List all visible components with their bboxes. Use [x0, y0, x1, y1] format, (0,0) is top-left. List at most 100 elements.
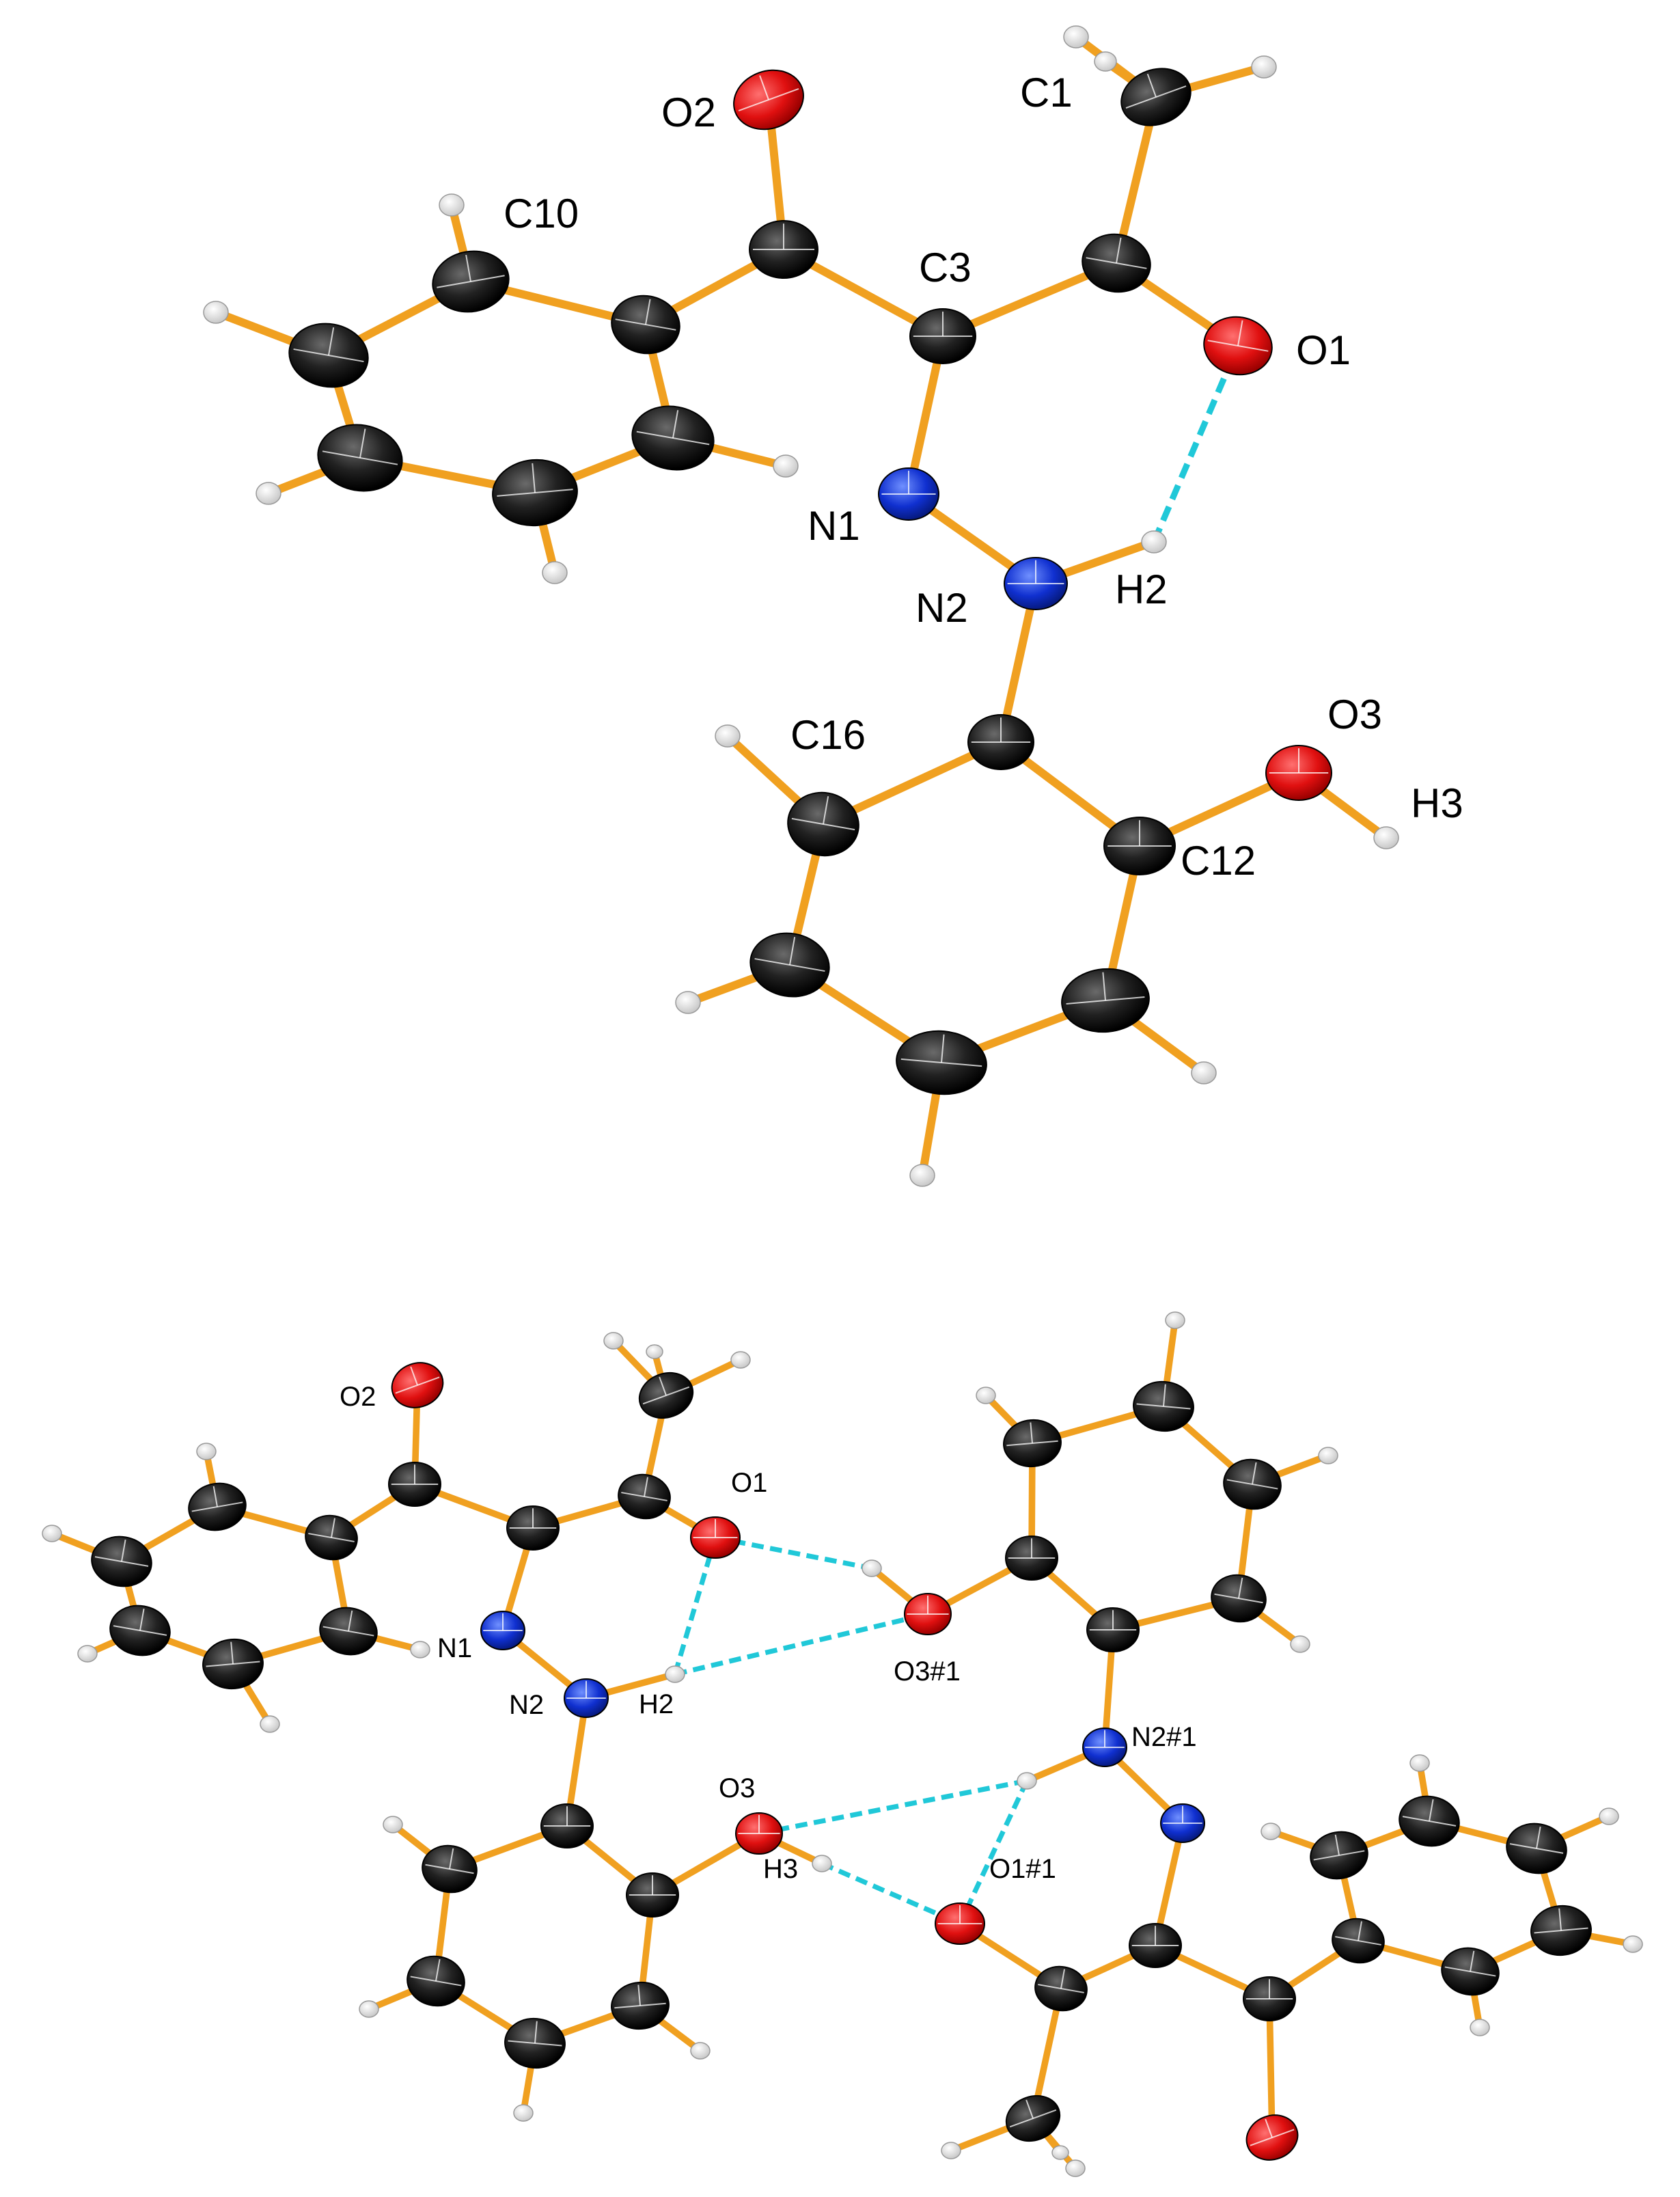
label-O1: O1	[1296, 327, 1351, 373]
hydrogen-bond-aH2-bO3	[674, 1611, 928, 1677]
atom-bH9-hydrogen	[1409, 1754, 1430, 1772]
atom-C15-carbon	[749, 932, 830, 998]
atom-O2-oxygen	[733, 69, 804, 131]
atom-C14-carbon	[896, 1030, 987, 1095]
hydrogen-bond-aH3-bO1	[821, 1861, 961, 1926]
label-C16: C16	[790, 712, 866, 758]
atom-H1b-hydrogen	[1251, 55, 1277, 79]
top-hydrogen-bonds	[1151, 344, 1241, 543]
atom-bC6-carbon	[1441, 1947, 1500, 1996]
atom-aH3-hydrogen	[812, 1855, 832, 1872]
atom-aC3-carbon	[506, 1505, 560, 1551]
atom-bH1a-hydrogen	[941, 2142, 961, 2159]
hydrogen-bond-aO1-aH2	[672, 1536, 718, 1676]
atom-C7-carbon	[492, 459, 578, 527]
atom-C11-carbon	[967, 714, 1034, 770]
label-H3-b: H3	[763, 1854, 798, 1884]
label-H2-b: H2	[639, 1689, 674, 1719]
top-bonds	[212, 33, 1390, 1179]
bottom-bonds	[49, 1317, 1636, 2172]
bottom-hydrogen-bonds	[672, 1535, 1030, 1926]
atom-bC15-carbon	[1223, 1458, 1282, 1510]
atom-C3-carbon	[909, 308, 976, 364]
atom-aH1b-hydrogen	[730, 1351, 751, 1369]
label-C12: C12	[1181, 838, 1256, 884]
atom-bH16-hydrogen	[1290, 1635, 1310, 1653]
atom-aC13-carbon	[611, 1981, 670, 2030]
label-H3: H3	[1411, 780, 1463, 826]
atom-H14-hydrogen	[909, 1164, 935, 1187]
atom-H2-hydrogen	[1141, 530, 1167, 554]
atom-aCcb-carbon	[388, 1462, 441, 1507]
label-N1-b: N1	[437, 1633, 472, 1663]
atom-bCi-carbon	[1332, 1918, 1385, 1964]
label-N2-b: N2	[509, 1690, 544, 1720]
atom-bC14-carbon	[1133, 1380, 1194, 1432]
hydrogen-bond-H2-O1	[1151, 344, 1241, 543]
atom-aO3-oxygen	[735, 1812, 783, 1855]
atom-bC12-carbon	[1005, 1536, 1058, 1581]
atom-aH2-hydrogen	[665, 1665, 685, 1683]
atom-aN1-nitrogen	[480, 1611, 525, 1650]
atom-bC1-carbon	[1005, 2094, 1061, 2142]
atom-bN1-nitrogen	[1160, 1803, 1205, 1843]
atom-N2-nitrogen	[1004, 557, 1068, 610]
atom-bH10-hydrogen	[1261, 1823, 1281, 1840]
atom-bC8-carbon	[1506, 1823, 1567, 1874]
atom-bH7-hydrogen	[1623, 1935, 1643, 1953]
label-O3-b: O3	[719, 1773, 755, 1803]
atom-O3-oxygen	[1265, 745, 1332, 801]
atom-bC3-carbon	[1129, 1923, 1182, 1968]
atom-aH15-hydrogen	[359, 2000, 379, 2018]
atom-bC7-carbon	[1530, 1905, 1592, 1956]
atom-O1-oxygen	[1203, 316, 1273, 376]
atom-aH7-hydrogen	[260, 1715, 280, 1733]
atom-aC16-carbon	[422, 1844, 478, 1894]
atom-aH8-hydrogen	[77, 1645, 98, 1663]
label-O3-1-b: O3#1	[894, 1656, 961, 1687]
atom-bO2-oxygen	[1245, 2114, 1299, 2161]
atom-C13-carbon	[1061, 968, 1150, 1033]
atom-bO3-oxygen	[904, 1593, 952, 1635]
atom-H7-hydrogen	[542, 561, 568, 584]
bond-bCcb-bO2	[1266, 1995, 1276, 2141]
atom-aH6-hydrogen	[410, 1641, 430, 1659]
atom-bN2-nitrogen	[1082, 1728, 1127, 1767]
bottom-panel-dimer-structure: O2 O1 N1 N2 H2 O3#1 N2#1 O3 H3 O1#1	[42, 1311, 1643, 2177]
label-O2: O2	[661, 90, 716, 135]
hydrogen-bond-aO1-bH3	[715, 1535, 872, 1571]
atom-H15-hydrogen	[675, 991, 701, 1014]
atom-C9-carbon	[288, 323, 369, 388]
atom-Ccb-carbon	[749, 220, 818, 279]
atom-bH2-hydrogen	[1017, 1772, 1037, 1790]
top-panel-structure: O2 C1 C10 C3 O1 N1 N2 H2 O3 H3 C16 C12	[203, 25, 1463, 1187]
atom-aH10-hydrogen	[196, 1443, 217, 1460]
atom-H3-hydrogen	[1373, 826, 1399, 849]
atom-aO2-oxygen	[391, 1362, 444, 1408]
atom-C1-carbon	[1120, 68, 1192, 126]
atom-aC6-carbon	[319, 1607, 378, 1656]
label-N2: N2	[915, 585, 968, 631]
top-labels: O2 C1 C10 C3 O1 N1 N2 H2 O3 H3 C16 C12	[504, 70, 1463, 884]
atom-C2-carbon	[1082, 233, 1151, 293]
bottom-atoms	[42, 1311, 1643, 2177]
atom-bC16-carbon	[1211, 1574, 1267, 1623]
atom-bH8-hydrogen	[1599, 1807, 1619, 1825]
atom-bCcb-carbon	[1243, 1976, 1296, 2021]
atom-C8-carbon	[317, 424, 403, 492]
label-C1: C1	[1020, 70, 1073, 115]
atom-C10-carbon	[432, 250, 510, 313]
atom-H13-hydrogen	[1191, 1061, 1217, 1084]
label-N2-1-b: N2#1	[1131, 1722, 1197, 1752]
atom-aC1-carbon	[638, 1372, 694, 1419]
atom-bC2-carbon	[1034, 1965, 1088, 2012]
atom-bC11-carbon	[1086, 1607, 1140, 1652]
atom-aH9-hydrogen	[42, 1525, 62, 1542]
atom-bH1b-hydrogen	[1065, 2159, 1086, 2177]
atom-H8-hydrogen	[256, 482, 281, 505]
label-O2-b: O2	[340, 1382, 376, 1412]
atom-N1-nitrogen	[878, 467, 939, 521]
atom-H6-hydrogen	[773, 454, 799, 478]
label-O1-1-b: O1#1	[989, 1854, 1056, 1884]
